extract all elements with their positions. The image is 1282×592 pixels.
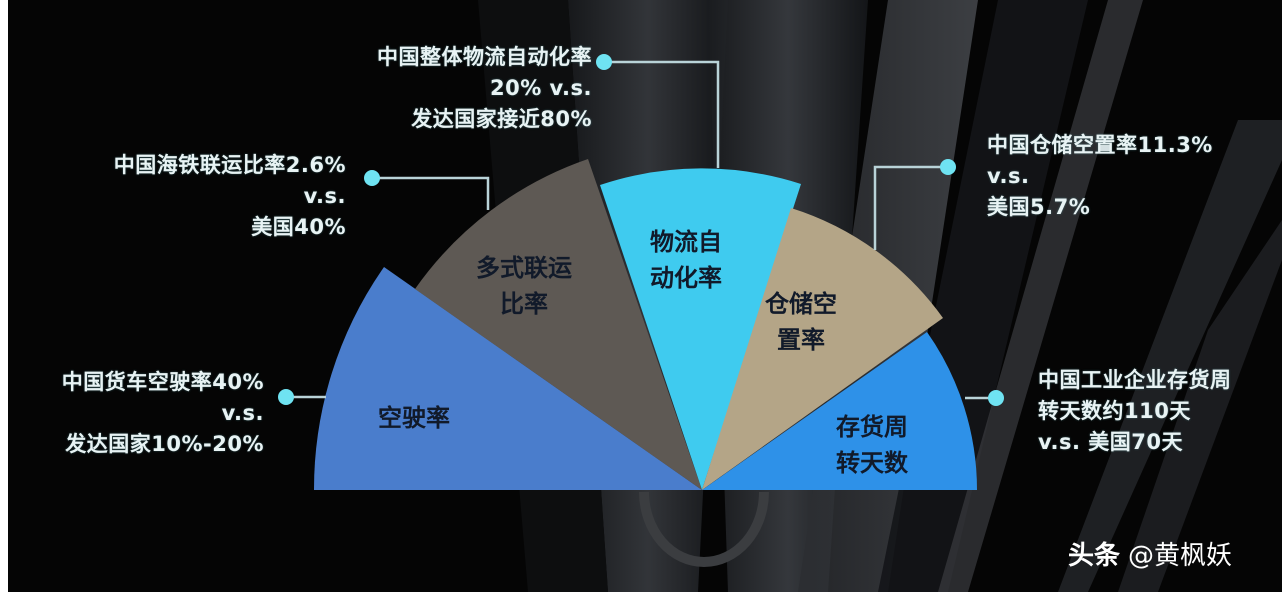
slice-empty-driving-rate xyxy=(313,267,702,490)
slice-label-line: 比率 xyxy=(500,290,548,318)
watermark-handle: @黄枫妖 xyxy=(1128,541,1233,571)
annotation-multimodal: 中国海铁联运比率2.6% v.s. 美国40% xyxy=(114,150,346,243)
slice-label-empty-driving: 空驶率 xyxy=(378,400,450,436)
slice-label-warehouse: 仓储空 置率 xyxy=(765,286,837,358)
slice-label-line: 物流自 xyxy=(650,228,722,256)
annotation-line: 20% v.s. xyxy=(489,76,592,100)
watermark-brand: 头条 xyxy=(1068,541,1121,571)
watermark: 头条@黄枫妖 xyxy=(1068,535,1232,572)
annotation-line: 中国海铁联运比率2.6% xyxy=(113,153,346,177)
annotation-line: 美国5.7% xyxy=(987,195,1091,219)
annotation-warehouse-vacancy: 中国仓储空置率11.3% v.s. 美国5.7% xyxy=(987,130,1213,223)
slice-warehouse-vacancy xyxy=(702,208,943,490)
slice-label-line: 存货周 xyxy=(836,413,908,441)
slice-label-automation: 物流自 动化率 xyxy=(650,224,722,296)
annotation-line: v.s. xyxy=(221,401,264,425)
slice-label-line: 多式联运 xyxy=(476,254,572,282)
annotation-inventory-turnover: 中国工业企业存货周 转天数约110天 v.s. 美国70天 xyxy=(1038,365,1232,458)
slice-label-line: 转天数 xyxy=(836,449,908,477)
slice-label-line: 动化率 xyxy=(650,264,722,292)
annotation-empty-driving: 中国货车空驶率40% v.s. 发达国家10%-20% xyxy=(62,367,264,460)
annotation-line: v.s. xyxy=(987,164,1030,188)
annotation-line: 发达国家接近80% xyxy=(411,107,592,131)
annotation-line: v.s. xyxy=(303,184,346,208)
slice-label-line: 仓储空 xyxy=(765,290,837,318)
annotation-logistics-automation: 中国整体物流自动化率 20% v.s. 发达国家接近80% xyxy=(377,42,592,135)
slice-label-multimodal: 多式联运 比率 xyxy=(476,250,572,322)
slice-logistics-automation xyxy=(600,168,801,491)
semicircle-pie-chart xyxy=(278,54,1004,491)
annotation-line: 中国整体物流自动化率 xyxy=(377,45,592,69)
slice-inventory-turnover xyxy=(702,332,977,490)
annotation-line: 中国货车空驶率40% xyxy=(61,370,264,394)
slice-label-inventory: 存货周 转天数 xyxy=(836,409,908,481)
annotation-line: 转天数约110天 xyxy=(1038,399,1191,423)
annotation-line: 发达国家10%-20% xyxy=(65,432,264,456)
chart-canvas: 空驶率 多式联运 比率 物流自 动化率 仓储空 置率 存货周 转天数 中国整体物… xyxy=(8,0,1282,592)
annotation-line: v.s. 美国70天 xyxy=(1038,430,1183,454)
annotation-line: 中国工业企业存货周 xyxy=(1038,368,1232,392)
slice-label-line: 置率 xyxy=(777,326,825,354)
leader-dots xyxy=(278,54,1004,406)
annotation-line: 中国仓储空置率11.3% xyxy=(987,133,1213,157)
annotation-line: 美国40% xyxy=(251,215,346,239)
slice-multimodal-ratio xyxy=(415,159,702,490)
slice-label-line: 空驶率 xyxy=(378,404,450,432)
